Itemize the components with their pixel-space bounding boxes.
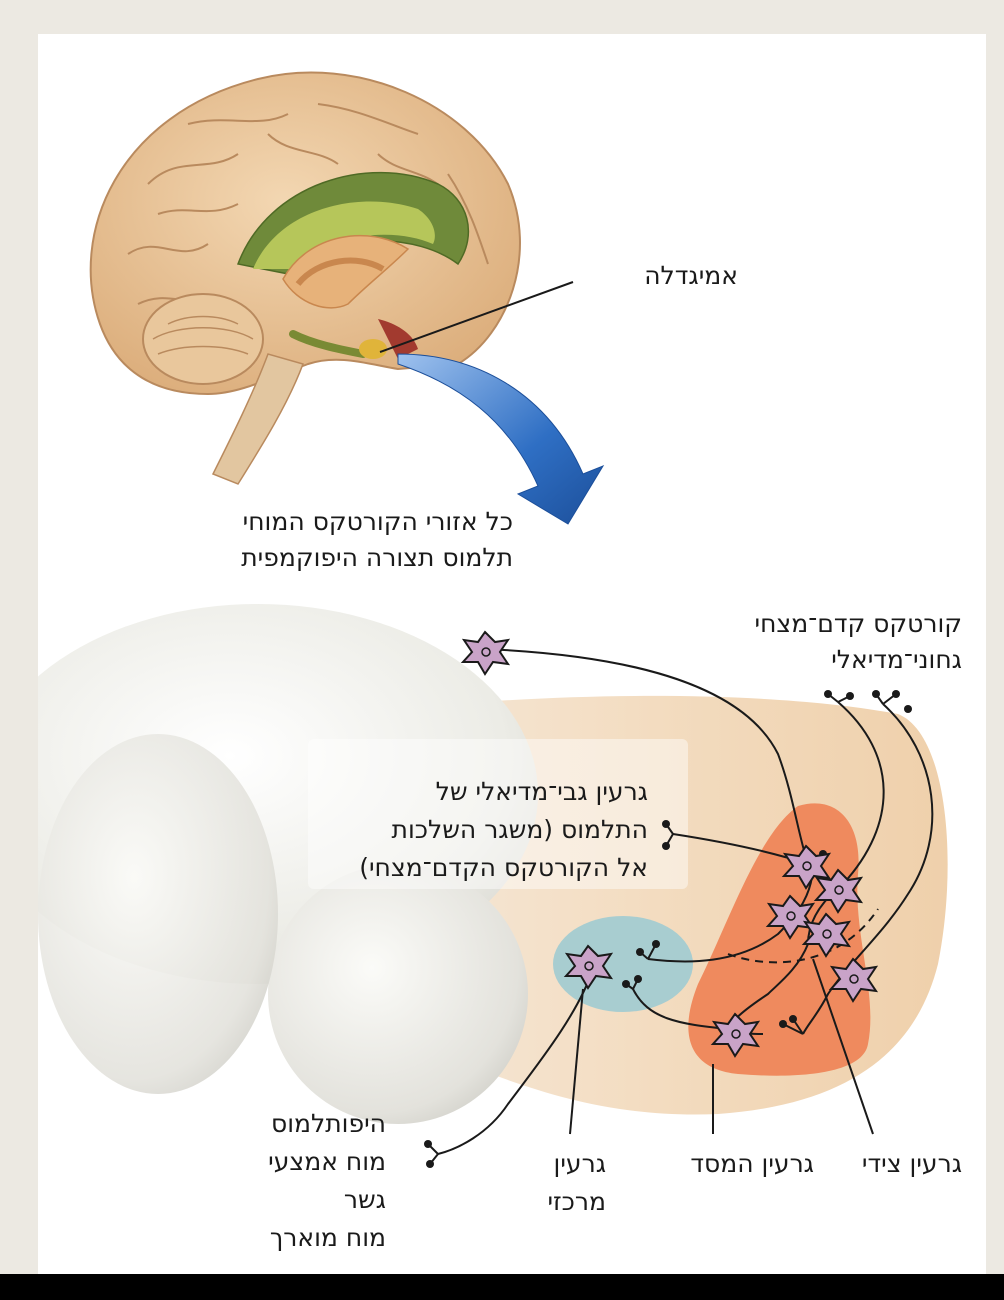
neuron-pfc [460,630,511,676]
projection-arrow [397,353,605,525]
tissue-section [38,604,948,1124]
neuron-lateral-5 [828,957,879,1003]
label-medulla: מוח מוארך [269,1223,386,1252]
label-projection-targets-1: כל אזורי הקורטקס המוחי [242,507,513,536]
label-thalamus-3: אל הקורטקס הקדם־מצחי) [359,853,648,882]
amygdala-pointer [379,281,574,353]
neuron-lateral-2 [813,868,864,914]
label-projection-targets-2: תלמוס תצורה היפוקמפית [241,543,513,572]
bottom-bar [0,1274,1004,1300]
label-lateral-nucleus: גרעין צידי [861,1149,962,1178]
label-vmpfc-2: גחוני־מדיאלי [831,645,962,674]
amygdala-diagram-art [38,71,948,1168]
label-vmpfc-1: קורטקס קדם־מצחי [754,609,962,638]
label-hypothalamus: היפותלמוס [270,1109,386,1138]
brain-illustration [89,71,521,485]
neuron-lateral-1 [781,844,832,890]
label-basal-nucleus: גרעין המסד [690,1149,814,1178]
label-pointers [569,958,874,1135]
neuron-lateral-3 [765,894,816,940]
neuron-central [563,944,614,990]
label-thalamus-2: התלמוס (משגר השלכות [391,815,648,844]
neurons [460,630,879,1058]
label-midbrain: מוח אמצעי [268,1147,386,1176]
label-amygdala: אמיגדלה [644,261,738,290]
label-pons: גשר [343,1185,386,1214]
neuron-lateral-4 [801,912,852,958]
label-central-nucleus-1: גרעין [553,1149,606,1178]
label-thalamus-1: גרעין גבי־מדיאלי של [435,777,648,806]
neuron-basal [710,1012,761,1058]
label-central-nucleus-2: מרכזי [547,1187,606,1216]
diagram-frame: אמיגדלה כל אזורי הקורטקס המוחי תלמוס תצו… [38,34,986,1274]
